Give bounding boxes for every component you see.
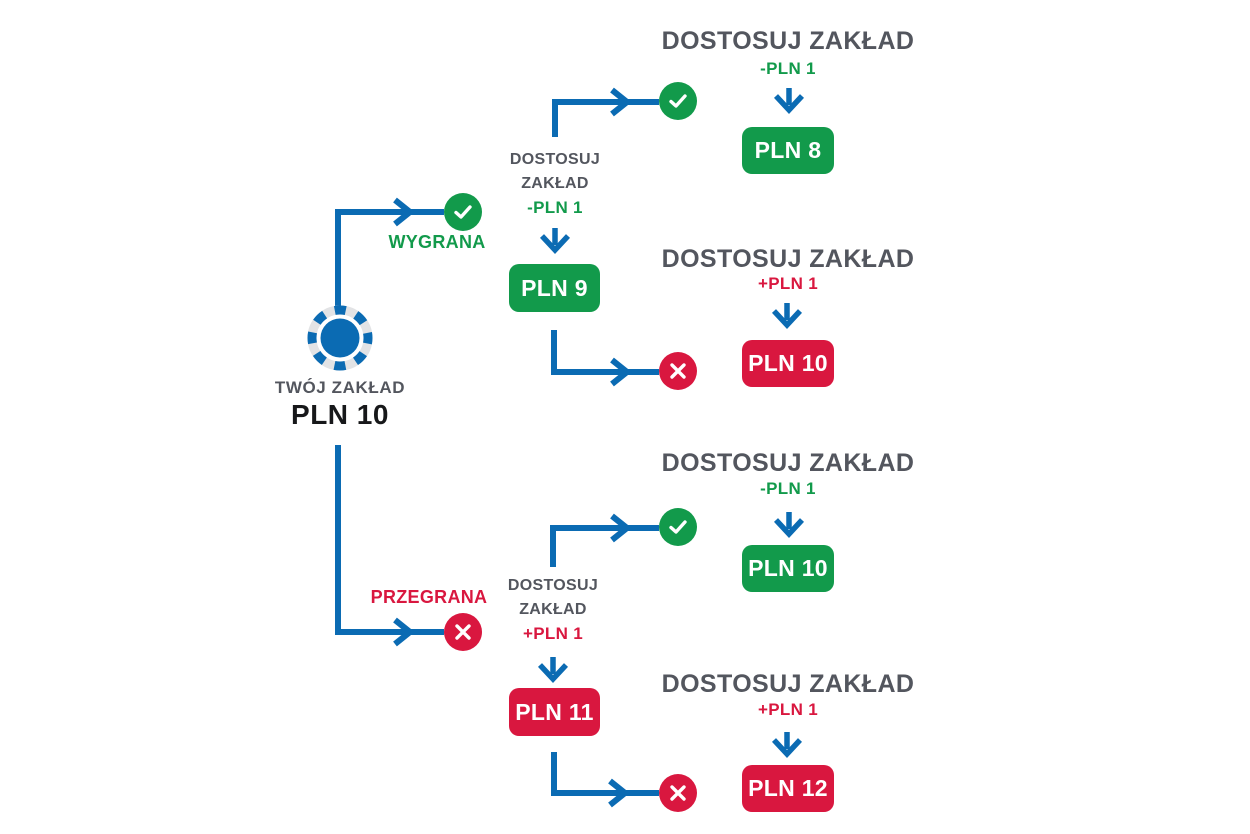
lose-label: PRZEGRANA bbox=[370, 587, 488, 607]
col3-result-box: PLN 10 bbox=[742, 545, 834, 592]
col4-delta: +PLN 1 bbox=[758, 700, 818, 719]
mid-adjust-lose-line1: DOSTOSUJ bbox=[507, 577, 599, 594]
col4-result-box: PLN 12 bbox=[742, 765, 834, 812]
result-box-pln11: PLN 11 bbox=[509, 688, 600, 736]
mid-adjust-lose-block: DOSTOSUJ ZAKŁAD +PLN 1 bbox=[453, 574, 653, 646]
col2-heading: DOSTOSUJ ZAKŁAD bbox=[661, 245, 915, 273]
col3-check-circle-icon bbox=[659, 508, 697, 546]
mid-adjust-win-block: DOSTOSUJ ZAKŁAD -PLN 1 bbox=[455, 148, 655, 220]
result-box-pln9: PLN 9 bbox=[509, 264, 600, 312]
win-label: WYGRANA bbox=[388, 232, 486, 252]
mid-adjust-lose-line2: ZAKŁAD bbox=[519, 601, 587, 618]
col1-check-circle-icon bbox=[659, 82, 697, 120]
win-check-circle-icon bbox=[444, 193, 482, 231]
col3-delta: -PLN 1 bbox=[760, 479, 816, 498]
mid-adjust-win-line2: ZAKŁAD bbox=[521, 175, 589, 192]
col4-x-circle-icon bbox=[659, 774, 697, 812]
col1-heading: DOSTOSUJ ZAKŁAD bbox=[661, 27, 915, 55]
col4-heading: DOSTOSUJ ZAKŁAD bbox=[661, 670, 915, 698]
mid-adjust-lose-delta: +PLN 1 bbox=[523, 624, 583, 643]
poker-chip-icon bbox=[307, 305, 373, 371]
col1-delta: -PLN 1 bbox=[760, 59, 816, 78]
col2-delta: +PLN 1 bbox=[758, 274, 818, 293]
col3-heading: DOSTOSUJ ZAKŁAD bbox=[661, 449, 915, 477]
root-bet-amount: PLN 10 bbox=[291, 399, 389, 430]
col2-x-circle-icon bbox=[659, 352, 697, 390]
mid-adjust-win-line1: DOSTOSUJ bbox=[509, 151, 601, 168]
col2-result-box: PLN 10 bbox=[742, 340, 834, 387]
lose-x-circle-icon bbox=[444, 613, 482, 651]
root-bet-label: TWÓJ ZAKŁAD bbox=[274, 378, 406, 397]
col1-result-box: PLN 8 bbox=[742, 127, 834, 174]
mid-adjust-win-delta: -PLN 1 bbox=[527, 198, 583, 217]
